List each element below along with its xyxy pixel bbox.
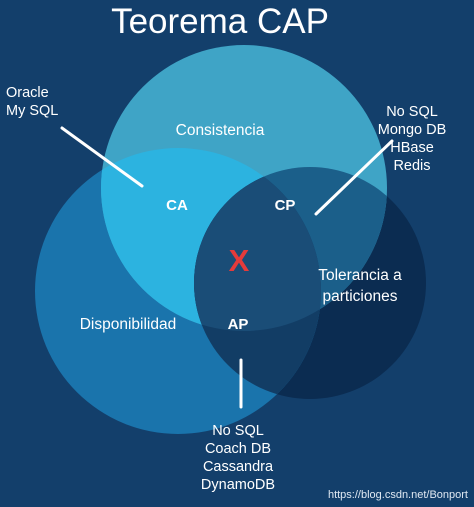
list-item: Coach DB [204, 441, 272, 457]
availability-label: Disponibilidad [80, 316, 177, 333]
cp-pointer-line [314, 139, 394, 216]
consistency-label: Consistencia [176, 122, 265, 139]
ca-pointer-line [60, 126, 144, 188]
ap-label: AP [228, 316, 249, 333]
diagram-title: Teorema CAP [111, 2, 329, 41]
ca-database-list: Oracle My SQL [6, 84, 58, 120]
list-item: Oracle [6, 85, 49, 101]
list-item: DynamoDB [200, 477, 276, 493]
cap-impossible-mark: X [229, 243, 250, 278]
partition-label-line: particiones [323, 288, 398, 305]
cap-intersection [194, 167, 321, 331]
list-item: My SQL [6, 103, 59, 119]
list-item: No SQL [386, 104, 438, 120]
ap-database-list: No SQL Coach DB Cassandra DynamoDB [188, 422, 288, 494]
list-item: HBase [390, 140, 434, 156]
cp-database-list: No SQL Mongo DB HBase Redis [362, 103, 462, 175]
watermark-url: https://blog.csdn.net/Bonport [327, 489, 468, 501]
partition-label: Tolerancia a particiones [318, 267, 402, 305]
list-item: Cassandra [202, 459, 274, 475]
list-item: Redis [393, 158, 431, 174]
list-item: No SQL [212, 423, 264, 439]
partition-label-line: Tolerancia a [318, 267, 402, 284]
cp-label: CP [275, 197, 296, 214]
list-item: Mongo DB [377, 122, 447, 138]
ca-label: CA [166, 197, 188, 214]
